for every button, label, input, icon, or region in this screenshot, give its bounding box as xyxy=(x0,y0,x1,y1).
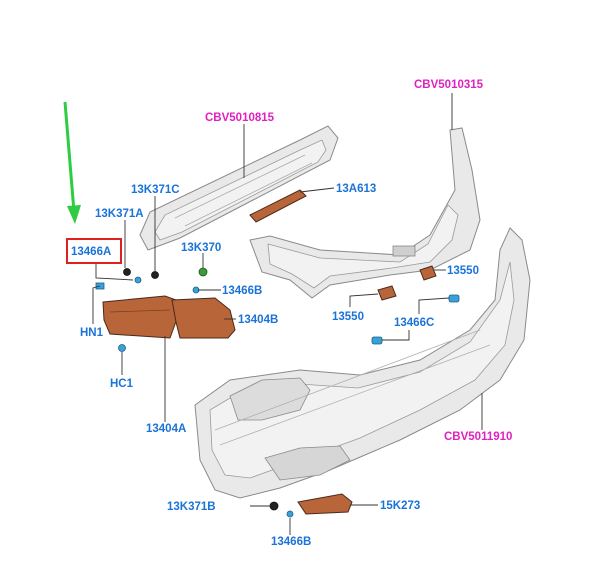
label-hc1: HC1 xyxy=(110,378,134,390)
label-15k273: 15K273 xyxy=(380,500,420,512)
label-cbv5010315: CBV5010315 xyxy=(414,79,484,91)
label-hn1: HN1 xyxy=(80,327,104,339)
label-13k371c: 13K371C xyxy=(131,184,180,196)
label-13k371a: 13K371A xyxy=(95,208,144,220)
label-13550-right: 13550 xyxy=(447,265,479,277)
rear-bumper xyxy=(194,227,531,499)
label-13466b-top: 13466B xyxy=(222,285,262,297)
labels: CBV5010315 CBV5010815 13K371C 13A613 13K… xyxy=(71,79,512,548)
leader-lines xyxy=(92,93,483,535)
label-13466b-bottom: 13466B xyxy=(271,536,311,548)
label-cbv5010815: CBV5010815 xyxy=(205,112,275,124)
tailgate-panel xyxy=(249,127,481,299)
label-13466c: 13466C xyxy=(394,317,434,329)
label-13k370: 13K370 xyxy=(181,242,221,254)
label-13404b: 13404B xyxy=(238,314,278,326)
highlight-arrow xyxy=(63,101,81,224)
tail-lamp-13404b xyxy=(171,297,236,339)
label-13404a: 13404A xyxy=(146,423,186,435)
callout-box xyxy=(66,238,122,264)
label-cbv5011910: CBV5011910 xyxy=(444,431,512,443)
lamp-13550-right xyxy=(419,265,437,281)
part-15k273 xyxy=(297,493,353,515)
upper-trim-panel xyxy=(139,125,339,251)
lamp-13550-left xyxy=(377,285,397,301)
label-13466a[interactable]: 13466A xyxy=(71,246,111,258)
part-13a613 xyxy=(249,189,307,223)
label-13a613: 13A613 xyxy=(336,183,376,195)
label-13550-left: 13550 xyxy=(332,311,364,323)
tail-lamp-13404a xyxy=(102,295,179,339)
label-13k371b: 13K371B xyxy=(167,501,216,513)
